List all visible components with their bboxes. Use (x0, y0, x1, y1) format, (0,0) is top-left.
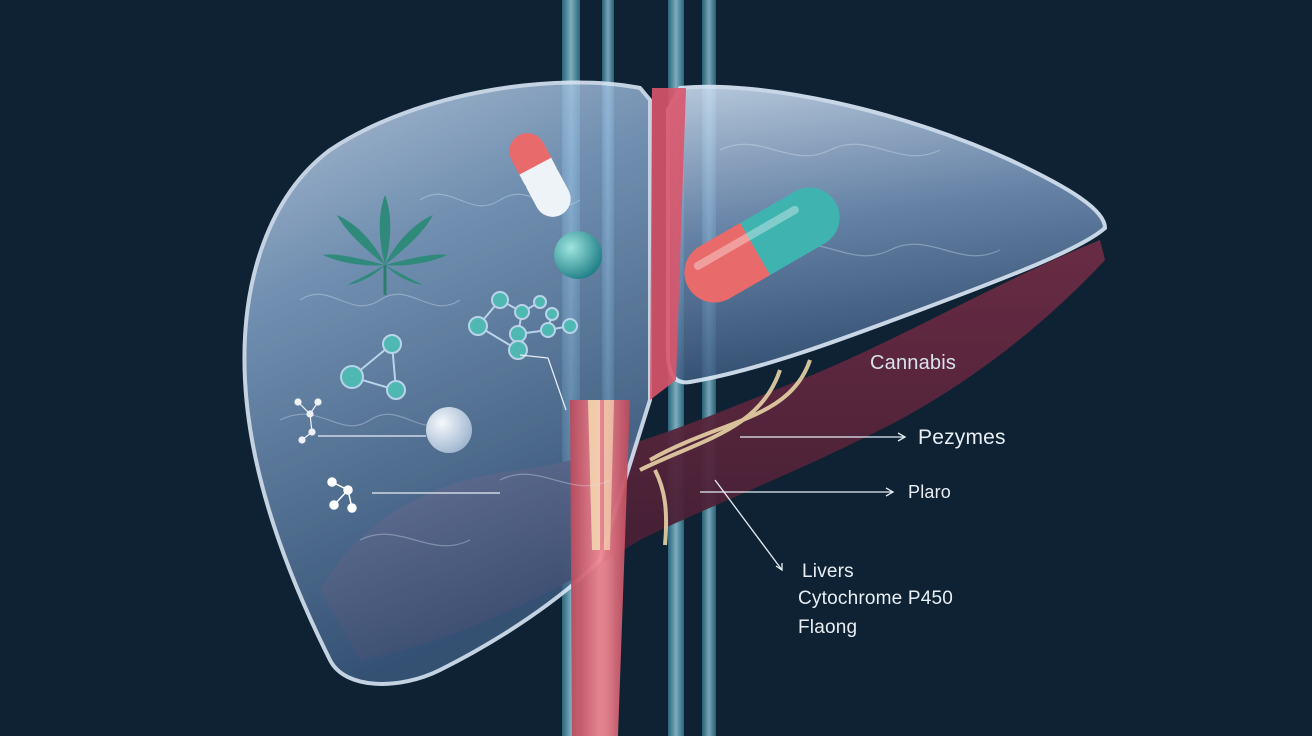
molecule-bubble (554, 231, 602, 279)
label-flaong: Flaong (798, 617, 858, 638)
liver-right-lobe (666, 84, 1108, 385)
cannabis-leaf-icon (323, 195, 447, 295)
capsule-pill-icon (509, 133, 571, 217)
liver-left-lobe (242, 80, 652, 686)
bile-ducts (639, 359, 812, 546)
falciform-ligament (650, 88, 686, 400)
molecule-icon (340, 334, 406, 400)
molecule-icon (468, 291, 578, 360)
molecule-icon (294, 398, 322, 444)
label-plaro: Plaro (908, 482, 952, 502)
label-livers: Livers (802, 561, 854, 582)
molecule-bubble (426, 407, 472, 453)
label-cytochrome: Cytochrome P450 (798, 588, 954, 609)
hepatic-vessel (570, 400, 630, 736)
capsule-pill-icon (684, 187, 840, 303)
label-cannabis: Cannabis (870, 352, 957, 374)
molecule-icon (327, 477, 357, 513)
label-pezymes: Pezymes (918, 426, 1006, 449)
leader-lines (318, 354, 907, 572)
